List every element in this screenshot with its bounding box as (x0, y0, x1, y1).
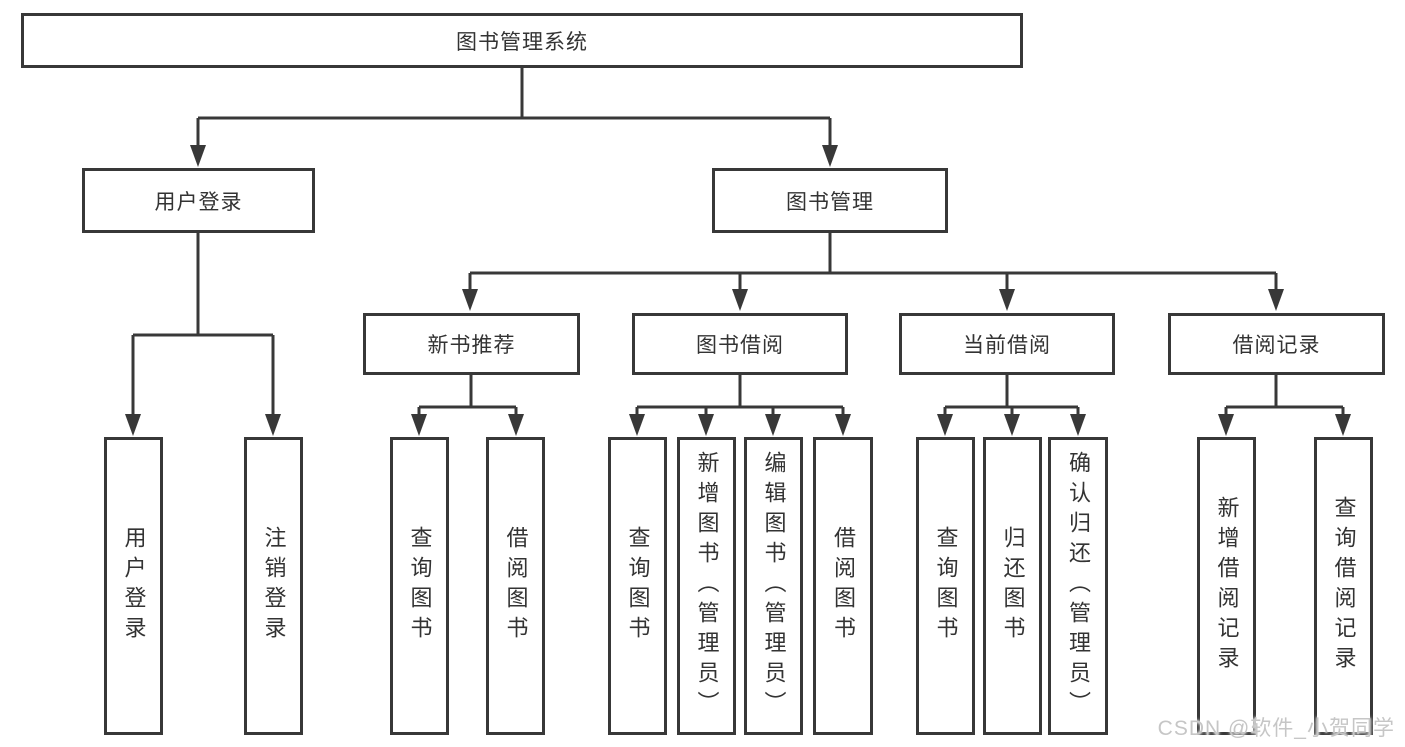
connector-borrowing-group (635, 375, 845, 419)
leaf-logout-login: 注销登录 (244, 437, 303, 735)
leaf-borrow-books-borrowing: 借阅图书 (813, 437, 873, 735)
connector-current-group (943, 375, 1080, 419)
connector-root-to-level2 (196, 68, 832, 150)
node-borrowing-records: 借阅记录 (1168, 313, 1385, 375)
leaf-label: 用户登录 (121, 526, 147, 646)
leaf-label: 借阅图书 (831, 526, 856, 646)
node-book-borrowing: 图书借阅 (632, 313, 848, 375)
connector-recommend-group (417, 375, 518, 419)
leaf-label: 查询图书 (625, 526, 651, 646)
leaf-query-books-recommend: 查询图书 (390, 437, 449, 735)
node-book-management-system: 图书管理系统 (21, 13, 1023, 68)
connector-login-group (131, 233, 275, 419)
connector-mgmt-to-level3 (468, 233, 1278, 294)
leaf-label: 确认归还（管理员） (1066, 451, 1091, 721)
leaf-query-borrow-record: 查询借阅记录 (1314, 437, 1373, 735)
leaf-label: 查询图书 (933, 526, 959, 646)
leaf-query-books-borrowing: 查询图书 (608, 437, 667, 735)
leaf-edit-books-admin: 编辑图书（管理员） (744, 437, 803, 735)
leaf-confirm-return-admin: 确认归还（管理员） (1048, 437, 1108, 735)
leaf-label: 注销登录 (261, 526, 287, 646)
node-book-management: 图书管理 (712, 168, 948, 233)
leaf-label: 新增借阅记录 (1214, 496, 1240, 676)
leaf-label: 归还图书 (1000, 526, 1026, 646)
connector-records-group (1224, 375, 1345, 419)
leaf-label: 借阅图书 (503, 526, 529, 646)
node-new-book-recommend: 新书推荐 (363, 313, 580, 375)
leaf-query-books-current: 查询图书 (916, 437, 975, 735)
leaf-add-borrow-record: 新增借阅记录 (1197, 437, 1256, 735)
leaf-label: 新增图书（管理员） (694, 451, 720, 721)
node-user-login: 用户登录 (82, 168, 315, 233)
leaf-return-books: 归还图书 (983, 437, 1042, 735)
leaf-user-login: 用户登录 (104, 437, 163, 735)
leaf-borrow-books-recommend: 借阅图书 (486, 437, 545, 735)
leaf-label: 查询借阅记录 (1331, 496, 1357, 676)
node-current-borrowing: 当前借阅 (899, 313, 1115, 375)
leaf-label: 查询图书 (407, 526, 433, 646)
leaf-label: 编辑图书（管理员） (761, 451, 787, 721)
csdn-watermark: CSDN @软件_小贺同学 (1157, 717, 1395, 740)
leaf-add-books-admin: 新增图书（管理员） (677, 437, 736, 735)
